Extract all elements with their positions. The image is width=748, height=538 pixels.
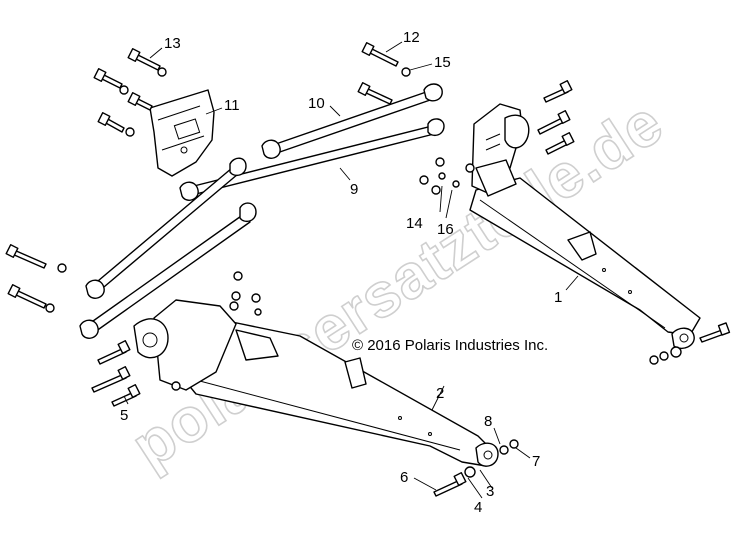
mounting-bracket [149, 89, 215, 177]
callout-8: 8 [484, 413, 492, 430]
callout-6: 6 [400, 469, 408, 486]
callout-labels: 13 11 12 15 10 9 14 16 1 2 5 6 3 4 8 7 [120, 29, 562, 516]
callout-3: 3 [486, 483, 494, 500]
upper-control-rod-10 [261, 83, 443, 159]
left-trailing-arm [133, 299, 499, 467]
callout-9: 9 [350, 181, 358, 198]
lower-control-rod-9 [179, 118, 445, 201]
callout-5: 5 [120, 407, 128, 424]
callout-1: 1 [554, 289, 562, 306]
callout-16: 16 [437, 221, 454, 238]
bolts [5, 42, 731, 497]
callout-7: 7 [532, 453, 540, 470]
right-trailing-arm [469, 103, 701, 350]
callout-10: 10 [308, 95, 325, 112]
callout-14: 14 [406, 215, 423, 232]
callout-11: 11 [224, 97, 240, 114]
callout-15: 15 [434, 54, 451, 71]
callout-12: 12 [403, 29, 420, 46]
callout-4: 4 [474, 499, 482, 516]
callout-13: 13 [164, 35, 181, 52]
copyright-notice: © 2016 Polaris Industries Inc. [352, 337, 548, 354]
long-rod-upper [85, 157, 247, 299]
nuts-and-washers [45, 67, 682, 478]
callout-2: 2 [436, 385, 444, 402]
callout-leaders [123, 41, 579, 499]
long-rod-lower [79, 202, 257, 339]
